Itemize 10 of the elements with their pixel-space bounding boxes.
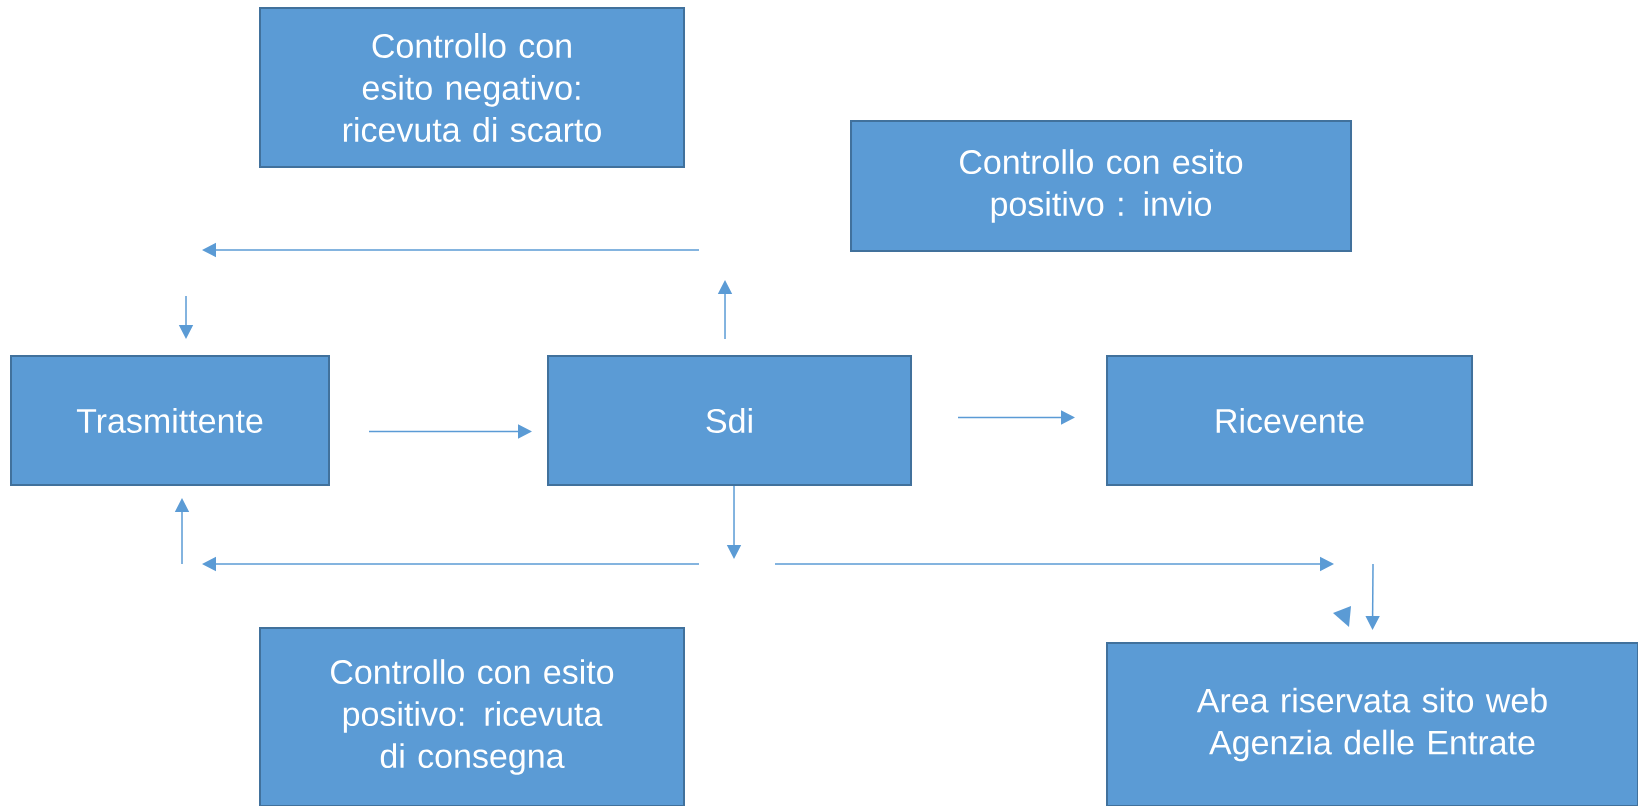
process-box: Sdi xyxy=(547,355,912,486)
arrow xyxy=(368,424,532,439)
process-box: Area riservata sito web Agenzia delle Entrate xyxy=(1106,642,1638,806)
process-box: Controllo con esito negativo: ricevuta di scarto xyxy=(259,7,685,168)
process-box: Controllo con esito positivo : invio xyxy=(850,120,1352,252)
process-box: Controllo con esito positivo: ricevuta di consegna xyxy=(259,627,685,806)
arrow xyxy=(1365,563,1380,630)
process-box: Trasmittente xyxy=(10,355,330,486)
process-box: Ricevente xyxy=(1106,355,1473,486)
arrow xyxy=(957,410,1075,425)
